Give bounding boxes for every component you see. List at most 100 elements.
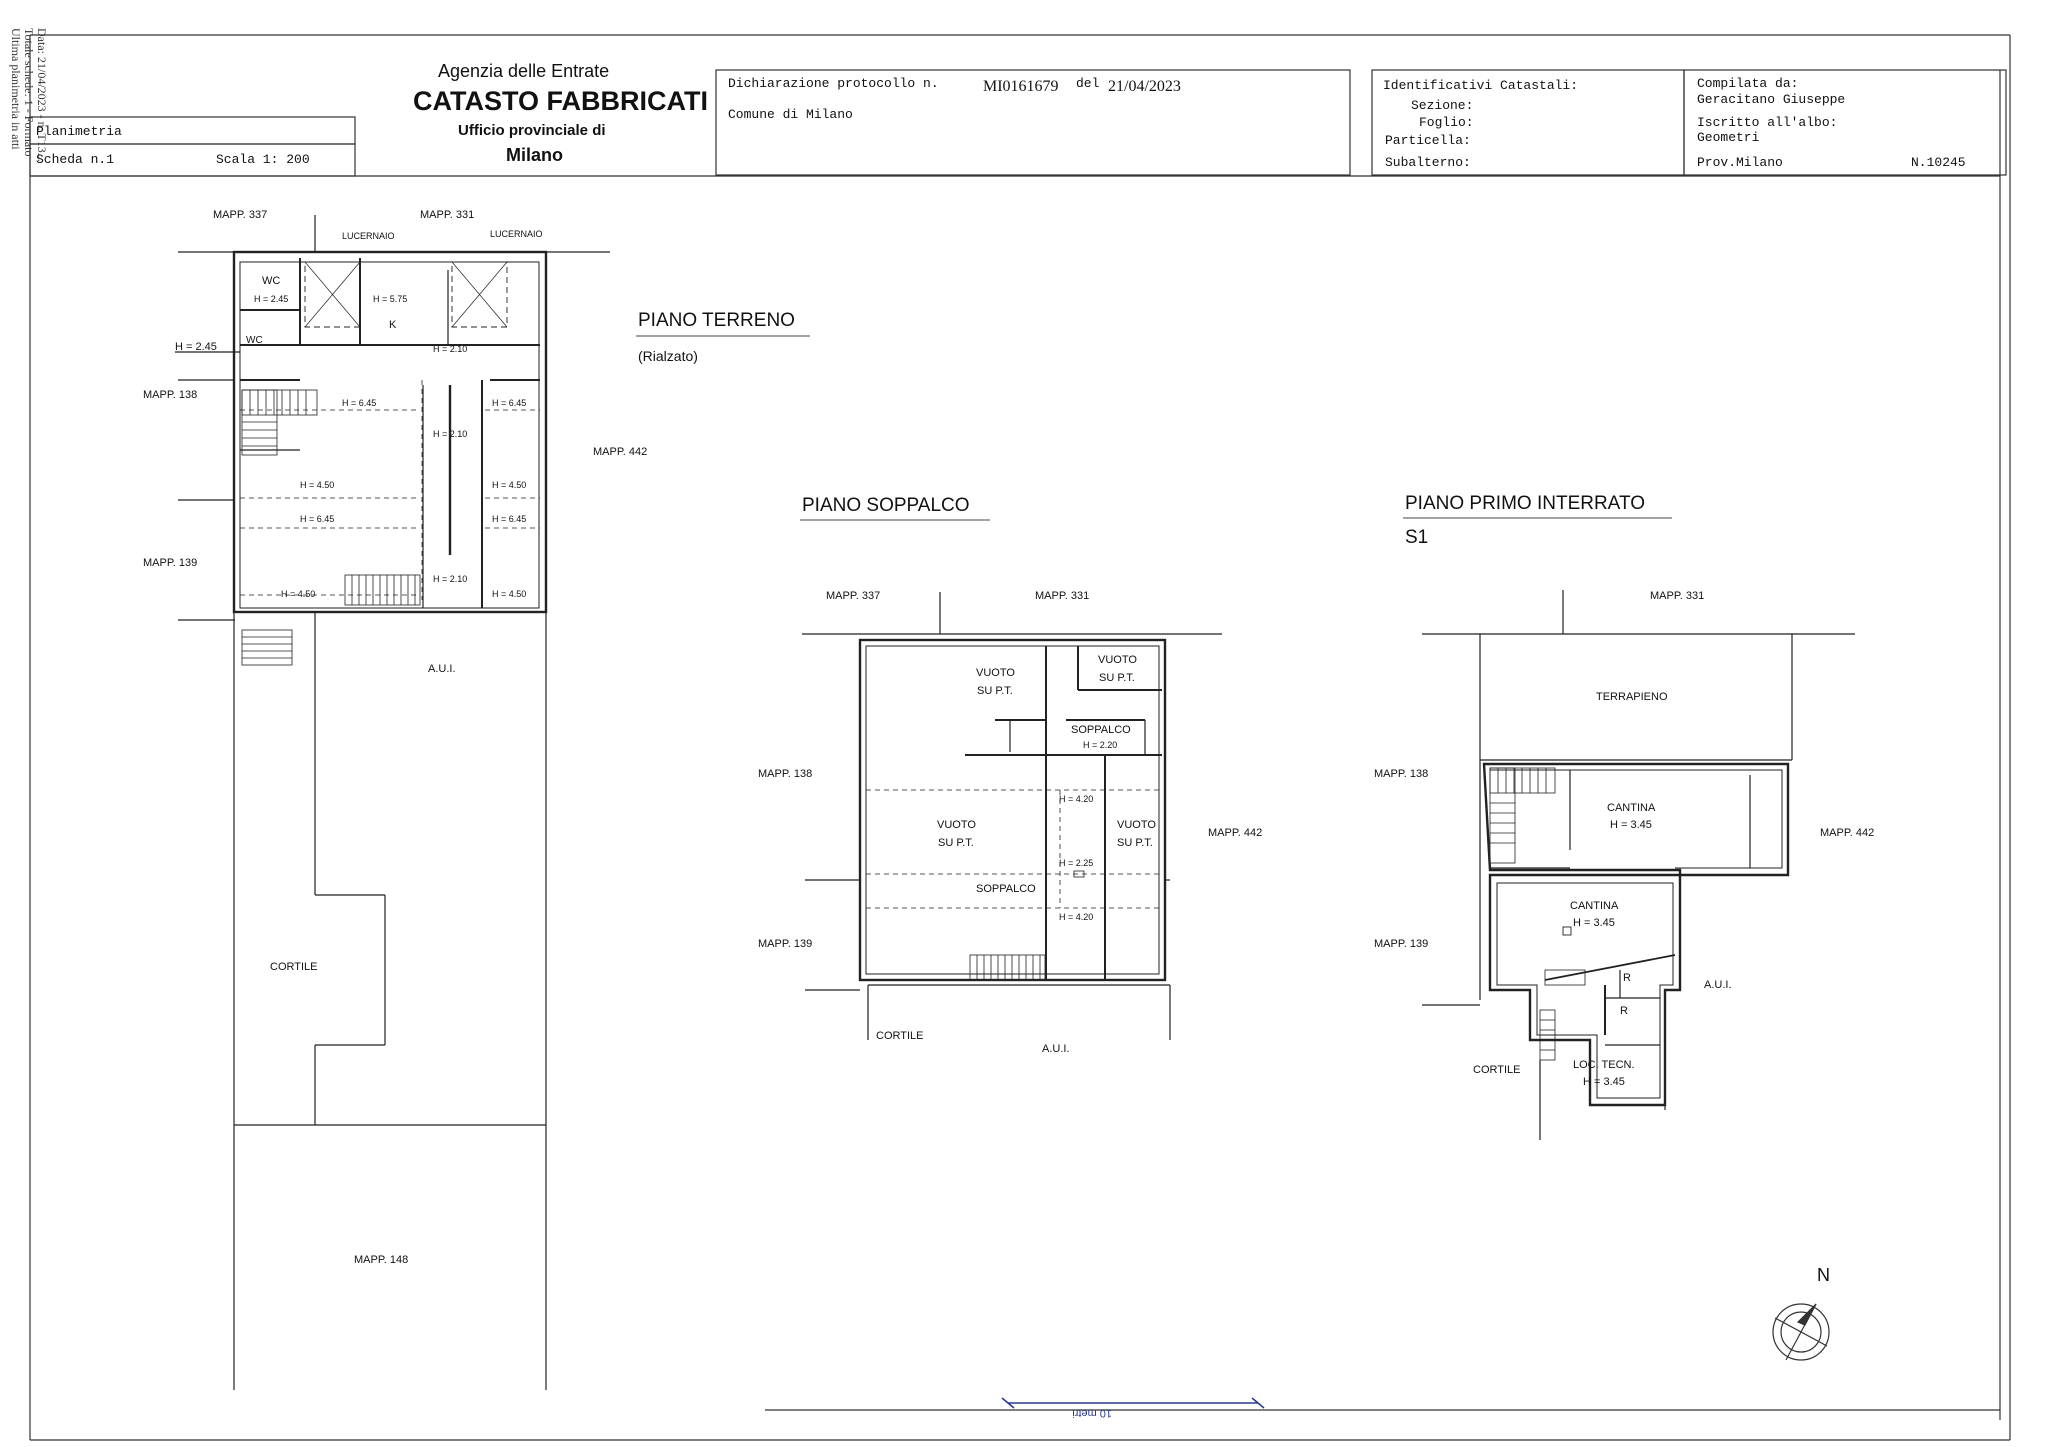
terreno-title: PIANO TERRENO xyxy=(638,310,795,331)
terreno-mapp331: MAPP. 331 xyxy=(420,209,474,221)
soppalco-vuoto-d2: SU P.T. xyxy=(1117,837,1153,849)
soppalco-mapp138: MAPP. 138 xyxy=(758,768,812,780)
soppalco-h-220: H = 2.20 xyxy=(1083,740,1117,750)
soppalco-h-420a: H = 4.20 xyxy=(1059,794,1093,804)
terreno-h-575: H = 5.75 xyxy=(373,294,407,304)
terreno-h-245: H = 2.45 xyxy=(254,294,288,304)
terreno-aui: A.U.I. xyxy=(428,663,456,675)
soppalco-vuoto-a2: SU P.T. xyxy=(977,685,1013,697)
interrato-mapp331: MAPP. 331 xyxy=(1650,590,1704,602)
sezione-label: Sezione: xyxy=(1411,98,1474,113)
interrato-title: PIANO PRIMO INTERRATO xyxy=(1405,493,1645,514)
interrato-cantina-1-h: H = 3.45 xyxy=(1610,819,1652,831)
ident-title: Identificativi Catastali: xyxy=(1383,78,1579,93)
interrato-cortile: CORTILE xyxy=(1473,1064,1520,1076)
terreno-wc-2: WC xyxy=(246,335,263,346)
iscritto-label: Iscritto all'albo: xyxy=(1697,115,1838,130)
soppalco-soppalco-1: SOPPALCO xyxy=(1071,724,1131,736)
terreno-wc-1: WC xyxy=(262,275,280,287)
terreno-lucernaio-1: LUCERNAIO xyxy=(342,231,395,241)
terreno-h-450d: H = 4.50 xyxy=(492,589,526,599)
terreno-k: K xyxy=(389,319,397,331)
soppalco-mapp442: MAPP. 442 xyxy=(1208,827,1262,839)
terreno-mapp139: MAPP. 139 xyxy=(143,557,197,569)
terreno-h-645b: H = 6.45 xyxy=(492,398,526,408)
terreno-mapp148: MAPP. 148 xyxy=(354,1254,408,1266)
del-label: del xyxy=(1076,76,1100,91)
terreno-labels: MAPP. 337 MAPP. 331 MAPP. 138 MAPP. 139 … xyxy=(143,209,647,1266)
plan-piano-interrato xyxy=(1422,590,1855,1140)
interrato-cantina-2: CANTINA xyxy=(1570,900,1619,912)
terreno-h-210a: H = 2.10 xyxy=(433,344,467,354)
soppalco-vuoto-a1: VUOTO xyxy=(976,667,1015,679)
soppalco-mapp337: MAPP. 337 xyxy=(826,590,880,602)
prov-label: Prov.Milano xyxy=(1697,155,1783,170)
scale-bar xyxy=(1001,1397,1265,1409)
soppalco-mapp331: MAPP. 331 xyxy=(1035,590,1089,602)
albo-number: N.10245 xyxy=(1911,155,1966,170)
catasto-title: CATASTO FABBRICATI xyxy=(413,86,708,116)
plan-piano-terreno xyxy=(175,215,610,1390)
terreno-title-group: PIANO TERRENO (Rialzato) xyxy=(638,310,795,364)
interrato-subtitle: S1 xyxy=(1405,527,1428,548)
soppalco-mapp139: MAPP. 139 xyxy=(758,938,812,950)
scheda-number: Scheda n.1 xyxy=(36,152,115,167)
north-label: N xyxy=(1817,1265,1830,1285)
terreno-subtitle: (Rialzato) xyxy=(638,348,698,364)
interrato-aui: A.U.I. xyxy=(1704,979,1732,991)
soppalco-vuoto-b2: SU P.T. xyxy=(1099,672,1135,684)
scala-value: Scala 1: 200 xyxy=(216,152,310,167)
soppalco-aui: A.U.I. xyxy=(1042,1043,1070,1055)
foglio-label: Foglio: xyxy=(1419,115,1474,130)
soppalco-vuoto-b1: VUOTO xyxy=(1098,654,1137,666)
interrato-cantina-2-h: H = 3.45 xyxy=(1573,917,1615,929)
terreno-h-210b: H = 2.10 xyxy=(433,429,467,439)
terreno-mapp337: MAPP. 337 xyxy=(213,209,267,221)
interrato-mapp138: MAPP. 138 xyxy=(1374,768,1428,780)
doc-type: Planimetria xyxy=(36,124,122,139)
protocollo-value: MI0161679 xyxy=(983,78,1059,95)
terreno-mapp138: MAPP. 138 xyxy=(143,389,197,401)
comune-label: Comune di Milano xyxy=(728,107,853,122)
ufficio-label: Ufficio provinciale di xyxy=(458,122,606,139)
compilata-value: Geracitano Giuseppe xyxy=(1697,92,1846,107)
interrato-loc-tecn: LOC. TECN. xyxy=(1573,1059,1635,1071)
north-arrow-icon xyxy=(1772,1303,1830,1361)
interrato-loc-tecn-h: H = 3.45 xyxy=(1583,1076,1625,1088)
plan-piano-soppalco xyxy=(802,592,1222,1040)
terreno-h-645d: H = 6.45 xyxy=(492,514,526,524)
ufficio-city: Milano xyxy=(506,145,563,165)
agency-name: Agenzia delle Entrate xyxy=(438,61,610,81)
terreno-mapp442: MAPP. 442 xyxy=(593,446,647,458)
terreno-h-245-out: H = 2.45 xyxy=(175,341,217,353)
soppalco-vuoto-c2: SU P.T. xyxy=(938,837,974,849)
terreno-h-210c: H = 2.10 xyxy=(433,574,467,584)
terreno-h-450b: H = 4.50 xyxy=(492,480,526,490)
subalterno-label: Subalterno: xyxy=(1385,155,1471,170)
soppalco-h-225: H = 2.25 xyxy=(1059,858,1093,868)
iscritto-value: Geometri xyxy=(1697,130,1760,145)
interrato-mapp139: MAPP. 139 xyxy=(1374,938,1428,950)
interrato-r-2: R xyxy=(1620,1005,1628,1017)
soppalco-labels: MAPP. 337 MAPP. 331 MAPP. 138 MAPP. 139 … xyxy=(758,590,1262,1055)
terreno-h-645c: H = 6.45 xyxy=(300,514,334,524)
interrato-cantina-1: CANTINA xyxy=(1607,802,1656,814)
sheet-frame xyxy=(29,34,2011,1441)
interrato-r-1: R xyxy=(1623,972,1631,984)
terreno-h-450a: H = 4.50 xyxy=(300,480,334,490)
soppalco-title: PIANO SOPPALCO xyxy=(802,495,970,516)
compilata-label: Compilata da: xyxy=(1697,76,1799,91)
particella-label: Particella: xyxy=(1385,133,1471,148)
soppalco-vuoto-c1: VUOTO xyxy=(937,819,976,831)
interrato-terrapieno: TERRAPIENO xyxy=(1596,691,1668,703)
protocollo-label: Dichiarazione protocollo n. xyxy=(728,76,939,91)
terreno-lucernaio-2: LUCERNAIO xyxy=(490,229,543,239)
terreno-h-450c: H = 4.50 xyxy=(281,589,315,599)
soppalco-h-420b: H = 4.20 xyxy=(1059,912,1093,922)
interrato-labels: MAPP. 331 MAPP. 138 MAPP. 139 MAPP. 442 … xyxy=(1374,590,1874,1088)
terreno-h-645a: H = 6.45 xyxy=(342,398,376,408)
scale-bar-label: 10 metri xyxy=(1072,1407,1112,1419)
interrato-mapp442: MAPP. 442 xyxy=(1820,827,1874,839)
soppalco-vuoto-d1: VUOTO xyxy=(1117,819,1156,831)
